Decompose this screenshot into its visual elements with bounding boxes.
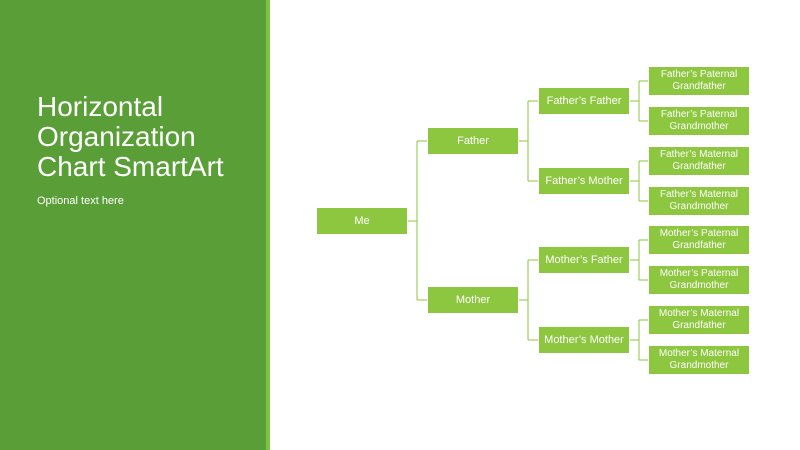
connector-ff-ggp: [630, 80, 648, 122]
node-mothers-paternal-grandfather[interactable]: Mother’s Paternal Grandfather: [648, 225, 750, 255]
node-label: Mother’s Maternal Grandmother: [658, 348, 740, 371]
node-mothers-maternal-grandfather[interactable]: Mother’s Maternal Grandfather: [648, 305, 750, 335]
slide-subtitle[interactable]: Optional text here: [37, 195, 124, 207]
connector-mother-grandparents: [519, 259, 538, 341]
node-mothers-maternal-grandmother[interactable]: Mother’s Maternal Grandmother: [648, 345, 750, 375]
node-label: Father: [457, 135, 489, 147]
node-father[interactable]: Father: [427, 127, 519, 155]
node-label: Father’s Paternal Grandmother: [660, 109, 738, 132]
node-label: Mother’s Maternal Grandfather: [658, 308, 740, 331]
node-fathers-father[interactable]: Father’s Father: [538, 87, 630, 115]
node-me[interactable]: Me: [316, 207, 408, 235]
node-mothers-mother[interactable]: Mother’s Mother: [538, 326, 630, 354]
node-mothers-father[interactable]: Mother’s Father: [538, 246, 630, 274]
node-label: Mother’s Mother: [544, 334, 624, 346]
accent-stripe: [266, 0, 270, 450]
node-mother[interactable]: Mother: [427, 286, 519, 314]
connector-me-parents: [408, 140, 427, 301]
connector-mm-ggp: [630, 319, 648, 361]
node-fathers-mother[interactable]: Father’s Mother: [538, 167, 630, 195]
connector-fm-ggp: [630, 160, 648, 202]
node-fathers-paternal-grandmother[interactable]: Father’s Paternal Grandmother: [648, 106, 750, 136]
node-label: Father’s Maternal Grandmother: [660, 189, 738, 212]
node-label: Mother’s Paternal Grandmother: [659, 268, 739, 291]
node-mothers-paternal-grandmother[interactable]: Mother’s Paternal Grandmother: [648, 265, 750, 295]
node-fathers-maternal-grandmother[interactable]: Father’s Maternal Grandmother: [648, 186, 750, 216]
title-panel: [0, 0, 266, 450]
node-fathers-paternal-grandfather[interactable]: Father’s Paternal Grandfather: [648, 66, 750, 96]
node-label: Father’s Father: [546, 95, 622, 107]
node-label: Mother’s Father: [545, 254, 623, 266]
node-label: Mother’s Paternal Grandfather: [659, 228, 739, 251]
node-label: Mother: [455, 294, 491, 306]
connector-father-grandparents: [519, 100, 538, 182]
node-label: Father’s Mother: [545, 175, 623, 187]
node-label: Me: [354, 215, 370, 227]
node-label: Father’s Paternal Grandfather: [660, 69, 738, 92]
slide-title[interactable]: Horizontal Organization Chart SmartArt: [37, 91, 224, 182]
node-label: Father’s Maternal Grandfather: [660, 149, 738, 172]
connector-mf-ggp: [630, 239, 648, 281]
node-fathers-maternal-grandfather[interactable]: Father’s Maternal Grandfather: [648, 146, 750, 176]
